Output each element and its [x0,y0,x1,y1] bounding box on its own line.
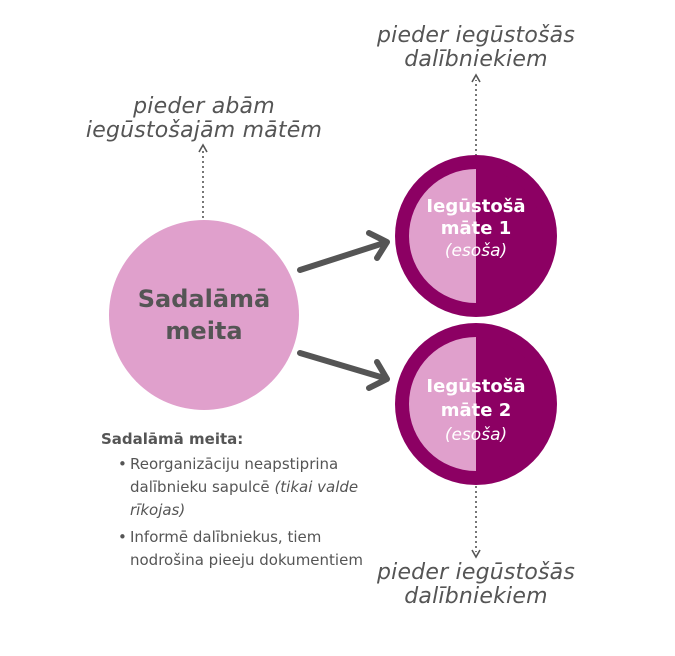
target-node-2-title-line1: Iegūstošā [426,376,526,397]
target-node-2-right-half [476,337,543,471]
target-node-2-inner [409,337,543,471]
top-left-label: pieder abām iegūstošajām mātēm [84,95,324,143]
target-node-1-left-half [409,169,476,303]
info-title: Sadalāmā meita: [101,430,244,448]
target-node-1-note: (esoša) [444,241,508,261]
target-node-2-left-half [409,337,476,471]
top-right-label-line1: pieder iegūstošās [376,23,576,48]
bottom-right-label: pieder iegūstošās dalībniekiem [356,561,596,609]
source-node-title-line1: Sadalāmā [137,285,271,313]
source-node-circle: Sadalāmā meita [109,220,299,410]
info-bullet-2: • Informē dalībniekus, tiem nodrošina pi… [118,526,371,572]
target-node-2-note: (esoša) [444,425,508,445]
target-node-1: Iegūstošā māte 1 (esoša) [395,155,557,317]
info-block: Sadalāmā meita: • Reorganizāciju neapsti… [101,428,371,572]
info-bullet-1-text: Reorganizāciju neapstiprina dalībnieku s… [130,455,339,496]
top-left-label-line1: pieder abām [133,94,275,119]
bottom-right-label-line1: pieder iegūstošās [376,560,576,585]
target-node-1-title-line1: Iegūstošā [426,196,526,217]
info-bullet-2-text: Informē dalībniekus, tiem nodrošina piee… [130,528,363,569]
bullet-dot-icon: • [118,528,127,546]
top-left-label-line2: iegūstošajām mātēm [85,118,323,143]
target-node-1-right-half [476,169,543,303]
info-bullet-1: • Reorganizāciju neapstiprina dalībnieku… [118,453,371,522]
target-node-2-title-line2: māte 2 [440,400,512,421]
target-node-1-inner [409,169,543,303]
top-right-label: pieder iegūstošās dalībniekiem [356,24,596,72]
bottom-right-label-line2: dalībniekiem [404,584,548,609]
target-node-2: Iegūstošā māte 2 (esoša) [395,323,557,485]
info-bullet-1-note: (tikai valde rīkojas) [130,478,359,519]
arrow-to-node-2 [297,350,390,391]
arrow-to-node-1 [297,230,390,273]
arrowhead-top-left [198,143,208,153]
source-node-title-line2: meita [165,317,243,345]
target-node-1-title-line2: māte 1 [440,218,512,239]
arrowhead-bottom-right [471,549,481,559]
bullet-dot-icon: • [118,455,127,473]
top-right-label-line2: dalībniekiem [404,47,548,72]
arrowhead-top-right [471,73,481,83]
